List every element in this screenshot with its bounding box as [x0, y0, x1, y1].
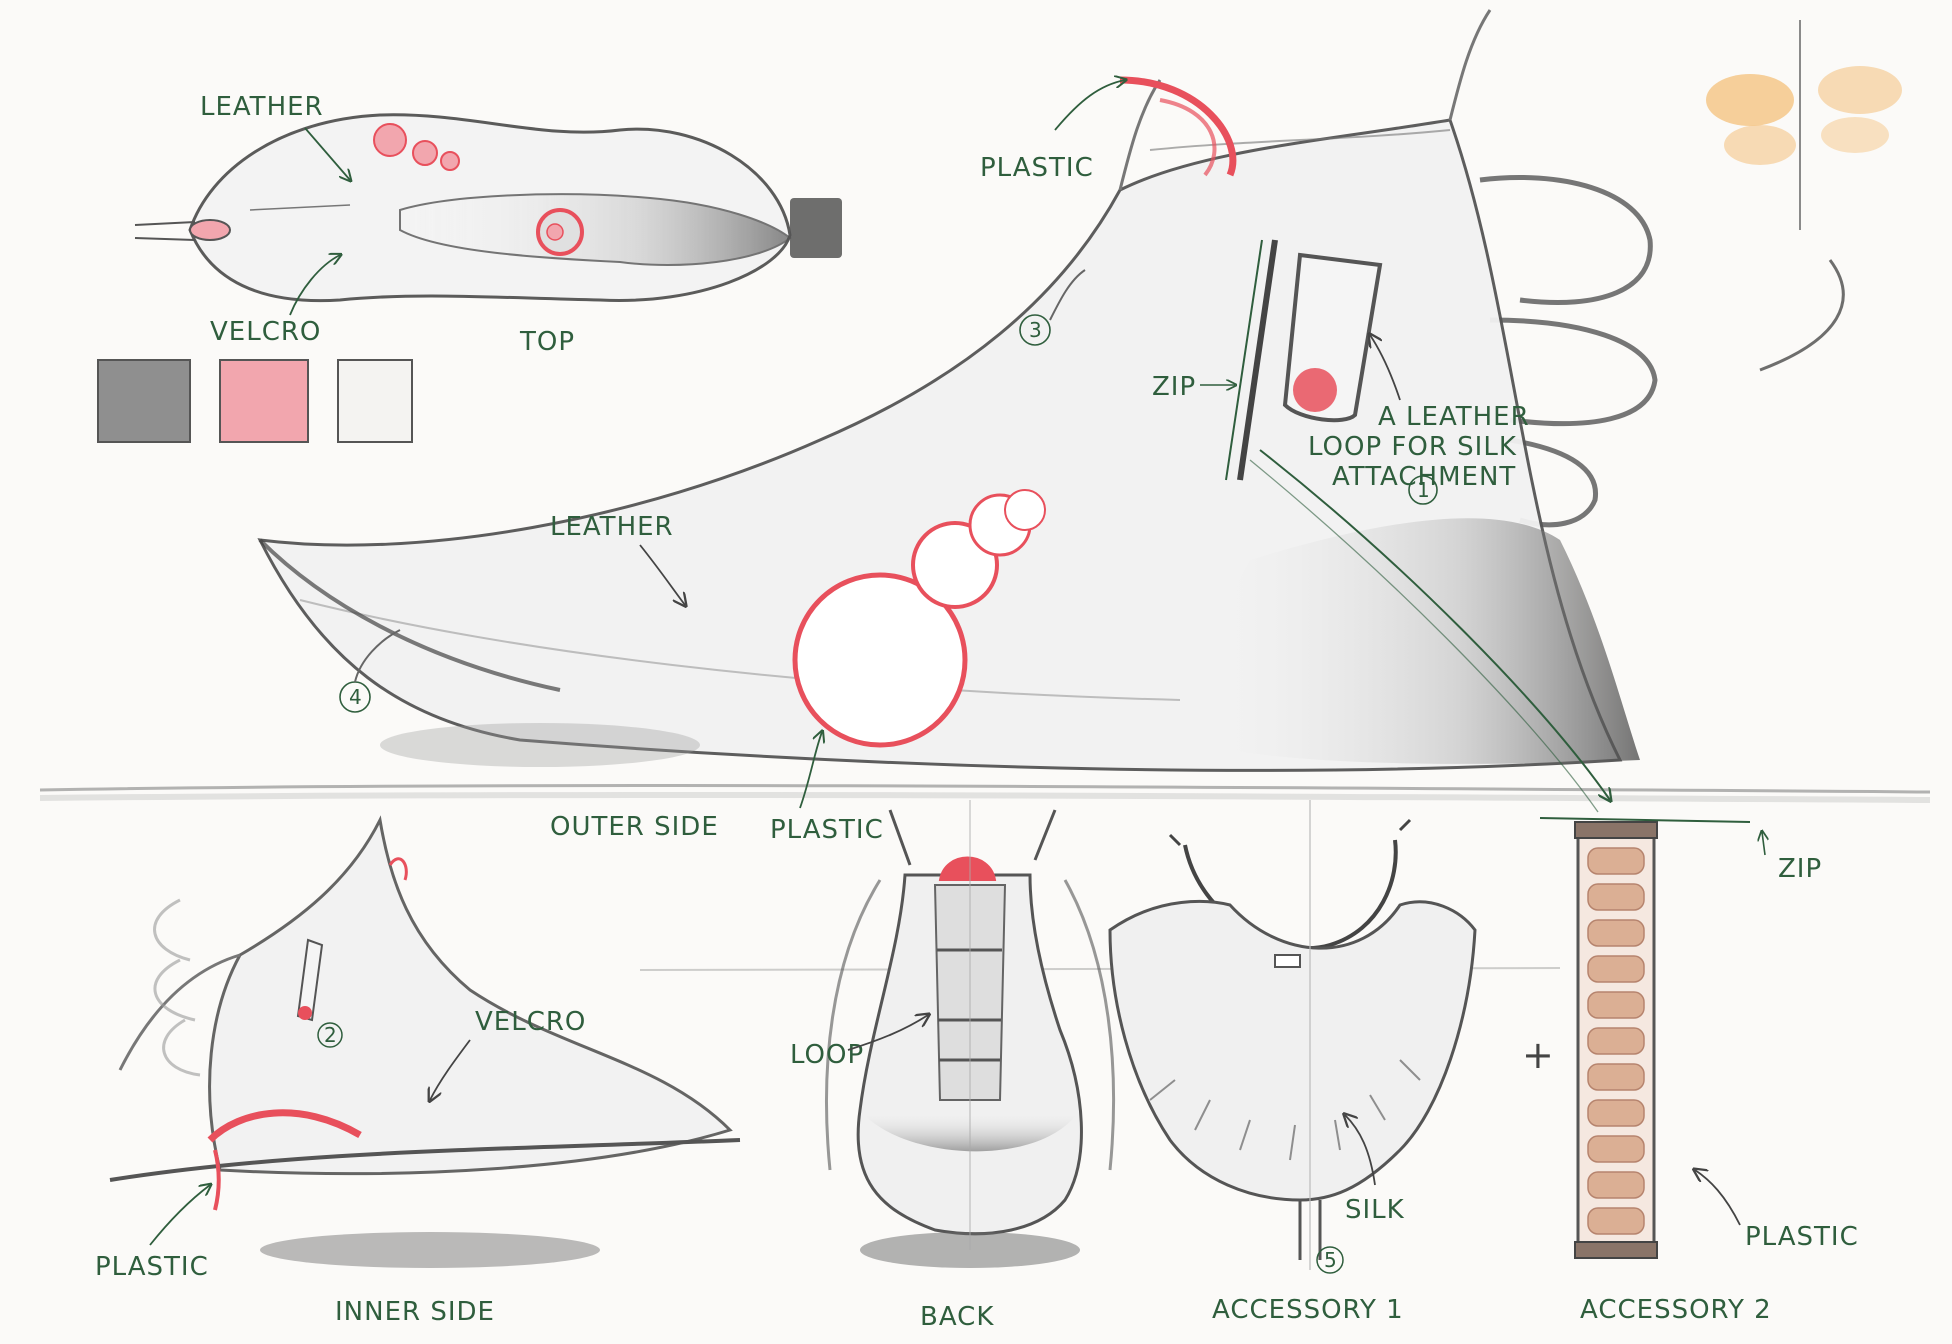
- accessory-2-zip-label: ZIP: [1778, 854, 1822, 884]
- top-view-caption: TOP: [519, 327, 575, 357]
- inner-plastic-label: PLASTIC: [95, 1252, 209, 1282]
- swatch-pink: [220, 360, 308, 442]
- svg-text:3: 3: [1029, 318, 1042, 342]
- accessory-1-caption: ACCESSORY 1: [1212, 1295, 1404, 1325]
- inner-velcro-label: VELCRO: [475, 1007, 586, 1037]
- accessory-2-caption: ACCESSORY 2: [1580, 1295, 1772, 1325]
- outer-leather-label: LEATHER: [550, 512, 674, 542]
- accessory-1-silk-label: SILK: [1345, 1195, 1405, 1225]
- svg-text:1: 1: [1417, 478, 1430, 502]
- back-loop-label: LOOP: [790, 1040, 864, 1070]
- swatch-gray: [98, 360, 190, 442]
- material-swatches: [98, 360, 412, 442]
- outer-note-line2: LOOP FOR SILK: [1308, 432, 1517, 462]
- inner-side-sketch: [110, 820, 740, 1268]
- top-view-velcro-label: VELCRO: [210, 317, 321, 347]
- outer-plastic-bottom-label: PLASTIC: [770, 815, 884, 845]
- outer-side-caption: OUTER SIDE: [550, 812, 719, 842]
- butterfly-motif: [1706, 20, 1902, 370]
- svg-text:2: 2: [324, 1023, 337, 1047]
- outer-note-line1: A LEATHER: [1378, 402, 1530, 432]
- svg-text:4: 4: [349, 685, 362, 709]
- swatch-white: [338, 360, 412, 442]
- svg-text:5: 5: [1324, 1248, 1337, 1272]
- outer-zip-label: ZIP: [1152, 372, 1196, 402]
- accessory-2-plastic-label: PLASTIC: [1745, 1222, 1859, 1252]
- plus-sign: +: [1522, 1033, 1554, 1077]
- top-view-leather-label: LEATHER: [200, 92, 324, 122]
- back-caption: BACK: [920, 1302, 994, 1332]
- back-view-sketch: [827, 800, 1114, 1268]
- inner-side-caption: INNER SIDE: [335, 1297, 495, 1327]
- top-view-sketch: [135, 115, 842, 301]
- accessory-1-sketch: [1110, 800, 1475, 1270]
- outer-plastic-top-label: PLASTIC: [980, 153, 1094, 183]
